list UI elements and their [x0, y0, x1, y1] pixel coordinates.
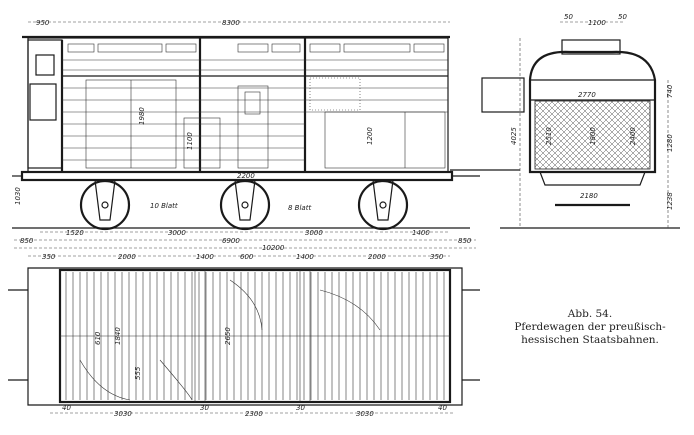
spring-label: 10 Blatt: [150, 202, 178, 210]
figure-number: Abb. 54.: [567, 308, 613, 320]
dim-label: 40: [62, 404, 71, 412]
dim-label: 950: [36, 19, 50, 27]
dim-label: 3000: [305, 229, 323, 237]
dim-label: 1520: [66, 229, 84, 237]
dim-label: 6900: [222, 237, 240, 245]
dim-label: 850: [20, 237, 34, 245]
figure-caption: Abb. 54. Pferdewagen der preußisch- hess…: [500, 308, 680, 347]
dim-label: 610: [94, 331, 102, 345]
dim-label: 30: [296, 404, 305, 412]
dim-label: 2200: [237, 172, 255, 180]
dim-label: 1400: [196, 253, 214, 261]
dim-label: 3030: [356, 410, 374, 418]
plan-view: 610 1840 2650 555 40 3030 30 2300 30 303…: [8, 267, 480, 418]
dim-label: 3000: [168, 229, 186, 237]
dim-label: 1200: [366, 127, 374, 145]
dim-label: 4025: [510, 127, 518, 145]
dim-label: 50: [564, 13, 573, 21]
dim-label: 2300: [245, 410, 263, 418]
dim-label: 555: [134, 366, 142, 380]
dim-label: 1980: [138, 107, 146, 125]
dim-label: 2770: [578, 91, 596, 99]
dim-label: 1400: [296, 253, 314, 261]
dim-label: 3030: [114, 410, 132, 418]
dim-label: 350: [430, 253, 444, 261]
end-view: 50 1100 50 2770 2180 740 1280 1238 4025 …: [481, 13, 680, 229]
caption-line: hessischen Staatsbahnen.: [521, 334, 659, 346]
dim-label: 740: [666, 84, 674, 98]
dim-label: 1100: [588, 19, 606, 27]
dim-label: 8300: [222, 19, 240, 27]
dim-label: 50: [618, 13, 627, 21]
wheels: [79, 179, 409, 231]
dim-label: 350: [42, 253, 56, 261]
dim-label: 2400: [629, 127, 637, 145]
dim-label: 1400: [412, 229, 430, 237]
dim-label: 30: [200, 404, 209, 412]
dim-label: 40: [438, 404, 447, 412]
dim-label: 1238: [666, 192, 674, 210]
dim-label: 2650: [224, 327, 232, 345]
dim-label: 2000: [118, 253, 136, 261]
side-view: 950 8300 1980 1100 1200 220: [12, 19, 520, 261]
dim-label: 1100: [186, 132, 194, 150]
dim-label: 1280: [666, 134, 674, 152]
dim-label: 1800: [589, 127, 597, 145]
spring-label: 8 Blatt: [288, 204, 311, 212]
dim-label: 600: [240, 253, 254, 261]
dim-label: 850: [458, 237, 472, 245]
dim-label: 2180: [580, 192, 598, 200]
caption-line: Pferdewagen der preußisch-: [514, 321, 666, 333]
dim-label: 1030: [14, 187, 22, 205]
dim-label: 1840: [114, 327, 122, 345]
dim-label: 2510: [545, 127, 553, 145]
dim-label: 2000: [368, 253, 386, 261]
dim-label: 10200: [262, 244, 285, 252]
